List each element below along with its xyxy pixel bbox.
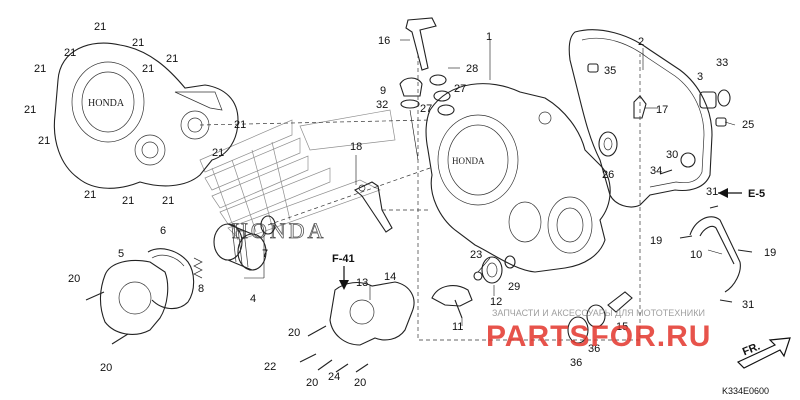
callout-21b: 21: [132, 37, 144, 49]
outer-cover: HONDA: [53, 42, 239, 189]
filter-spring: [193, 257, 203, 279]
callout-21d: 21: [142, 63, 154, 75]
callout-36a: 36: [570, 357, 582, 369]
honda-wordmark: HONDA: [232, 218, 326, 244]
filter-gasket: [147, 248, 195, 310]
callout-31a: 31: [706, 186, 718, 198]
callout-36b: 36: [588, 343, 600, 355]
shaft-assembly: [567, 291, 633, 344]
callout-26: 26: [602, 169, 614, 181]
callout-25: 25: [742, 119, 754, 131]
callout-29: 29: [508, 281, 520, 293]
callout-11: 11: [452, 321, 463, 333]
leader-lines: [244, 39, 736, 326]
callout-1: 1: [486, 31, 492, 43]
callout-19b: 19: [764, 247, 776, 259]
assembly-lines: [199, 54, 641, 341]
diagram-code: K334E0600: [722, 386, 769, 396]
callout-12: 12: [490, 296, 502, 308]
filler-cap: [399, 77, 423, 97]
e5-arrow-icon: [718, 188, 742, 198]
callout-21g: 21: [24, 104, 36, 116]
shaft-seals: [429, 74, 455, 116]
callout-10: 10: [690, 249, 702, 261]
cover-honda-stamp: HONDA: [88, 98, 125, 109]
bolts: [85, 169, 753, 373]
callout-21e: 21: [34, 63, 46, 75]
callout-3: 3: [697, 71, 703, 83]
callout-20b: 20: [100, 362, 112, 374]
callout-27a: 27: [454, 83, 466, 95]
callout-27b: 27: [420, 103, 432, 115]
callout-labels: 1 2 3 4 5 6 7 8 9 10 11 12 13 14 15 16 1…: [24, 21, 776, 389]
callout-35: 35: [604, 65, 616, 77]
callout-21l: 21: [122, 195, 134, 207]
callout-21j: 21: [212, 147, 224, 159]
callout-20d: 20: [306, 377, 318, 389]
case-honda-stamp: HONDA: [452, 156, 485, 166]
watermark-brand: PARTSFOR.RU: [486, 320, 711, 353]
cap-o-ring: [400, 99, 420, 109]
callout-2: 2: [638, 36, 644, 48]
callout-23: 23: [470, 249, 482, 261]
f41-arrow-icon: [339, 266, 349, 290]
callout-30: 30: [666, 149, 678, 161]
callout-17: 17: [656, 104, 668, 116]
svg-text:HONDA: HONDA: [232, 218, 326, 243]
callout-15: 15: [616, 321, 628, 333]
callout-13: 13: [356, 277, 368, 289]
callout-21c: 21: [64, 47, 76, 59]
crankcase-cover: HONDA: [425, 83, 611, 273]
callout-5: 5: [118, 248, 124, 260]
callout-8: 8: [198, 283, 204, 295]
bearing: [598, 131, 618, 157]
callout-24: 24: [328, 371, 340, 383]
callout-20e: 20: [354, 377, 366, 389]
watermark-subtitle: ЗАПЧАСТИ И АКСЕССУАРЫ ДЛЯ МОТОТЕХНИКИ: [492, 308, 705, 318]
callout-7: 7: [262, 248, 268, 260]
callout-16: 16: [378, 35, 390, 47]
callout-21m: 21: [162, 195, 174, 207]
callout-20c: 20: [288, 327, 300, 339]
callout-33: 33: [716, 57, 728, 69]
callout-14: 14: [384, 271, 396, 283]
oil-filter: [213, 223, 267, 271]
ref-f41: F-41: [332, 253, 355, 265]
ref-e5: E-5: [748, 188, 765, 200]
oil-pipe: [689, 216, 741, 293]
water-pump-cover: [329, 281, 415, 346]
callout-21a: 21: [94, 21, 106, 33]
callout-21h: 21: [234, 119, 246, 131]
callout-28: 28: [466, 63, 478, 75]
filter-o-ring: [260, 215, 276, 235]
cable-bracket: [353, 181, 393, 233]
callout-9: 9: [380, 85, 386, 97]
callout-20a: 20: [68, 273, 80, 285]
callout-6: 6: [160, 225, 166, 237]
callout-19a: 19: [650, 235, 662, 247]
callout-32: 32: [376, 99, 388, 111]
filter-cover: [99, 259, 169, 335]
forward-arrow-icon: [736, 337, 791, 369]
callout-18: 18: [350, 141, 362, 153]
callout-34: 34: [650, 165, 662, 177]
dipstick-rod: [405, 17, 437, 71]
callout-21k: 21: [84, 189, 96, 201]
callout-21i: 21: [38, 135, 50, 147]
callout-22: 22: [264, 361, 276, 373]
honda-wing-logo: [199, 109, 396, 241]
callout-4: 4: [250, 293, 256, 305]
water-pump-impeller: [431, 285, 473, 319]
callout-31b: 31: [742, 299, 754, 311]
cover-gasket: [568, 29, 713, 208]
breather-fitting: [633, 95, 647, 119]
callout-21f: 21: [166, 53, 178, 65]
